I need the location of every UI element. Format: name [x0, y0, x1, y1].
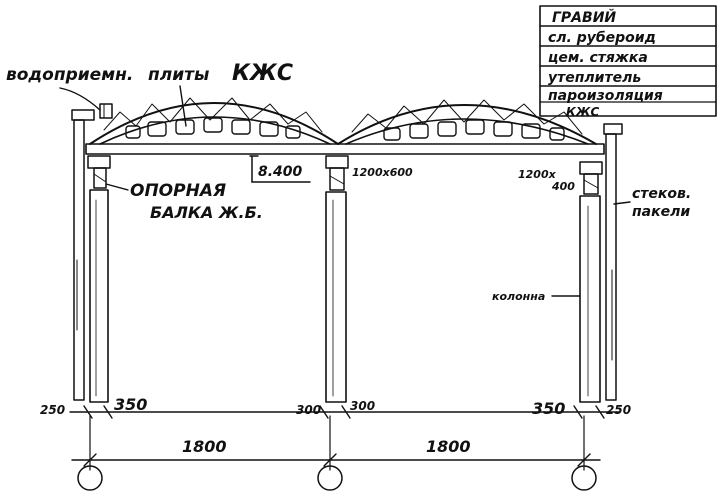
drain-leader-line	[59, 87, 101, 111]
span-dimension-line	[71, 415, 601, 471]
glass-panel-label-line1: стеков.	[632, 186, 691, 202]
column-right	[579, 195, 601, 403]
column-label: колонна	[492, 290, 545, 303]
beam-label-line1: ОПОРНАЯ	[130, 181, 226, 201]
layer-insulation: утеплитель	[548, 70, 641, 86]
beam-leader-line	[105, 183, 129, 191]
left-parapet	[71, 109, 95, 401]
dim-mid-left: 300	[296, 403, 321, 417]
span-left-dimension: 1800	[182, 437, 227, 456]
beam-cap-right	[579, 161, 603, 195]
beam-size-right-line2: 400	[551, 180, 575, 193]
column-left	[89, 189, 109, 403]
drain-funnel	[99, 103, 113, 119]
layer-kzhs: КЖС	[566, 105, 599, 119]
glass-panel-label-line2: пакели	[632, 204, 690, 220]
beam-label-line2: БАЛКА Ж.Б.	[150, 203, 263, 222]
beam-cap-middle	[325, 155, 349, 191]
axis-bubble-middle	[317, 465, 343, 491]
dim-right-column: 350	[532, 399, 565, 418]
right-parapet	[603, 123, 623, 401]
kzhs-label: КЖС	[232, 61, 293, 86]
arch-slab-right	[337, 99, 597, 145]
layer-gravel: ГРАВИЙ	[552, 9, 616, 26]
layer-cement-screed: цем. стяжка	[548, 50, 648, 66]
glass-panel-leader-line	[613, 201, 631, 205]
column-middle	[325, 191, 347, 403]
layer-vapor-barrier: пароизоляция	[548, 88, 663, 104]
arch-slab-left	[89, 97, 339, 145]
dim-left-edge: 250	[40, 403, 65, 417]
dim-mid-right: 300	[350, 399, 375, 413]
dim-right-edge: 250	[606, 403, 631, 417]
span-right-dimension: 1800	[426, 437, 471, 456]
roof-layers-legend: ГРАВИЙ сл. рубероид цем. стяжка утеплите…	[539, 5, 717, 119]
layer-roofing-felt: сл. рубероид	[548, 30, 656, 46]
drain-label: водоприемн.	[6, 65, 133, 85]
support-beam	[85, 143, 605, 155]
axis-bubble-left	[77, 465, 103, 491]
dim-left-column: 350	[114, 395, 147, 414]
bottom-dimension-line	[69, 405, 621, 419]
beam-cap-left	[87, 155, 111, 189]
beam-size-right-line1: 1200x	[518, 168, 557, 181]
slabs-label: плиты	[148, 65, 209, 85]
beam-size-middle: 1200x600	[352, 166, 413, 179]
axis-bubble-right	[571, 465, 597, 491]
elevation-label: 8.400	[258, 164, 303, 180]
elevation-mark: 8.400	[249, 155, 311, 183]
